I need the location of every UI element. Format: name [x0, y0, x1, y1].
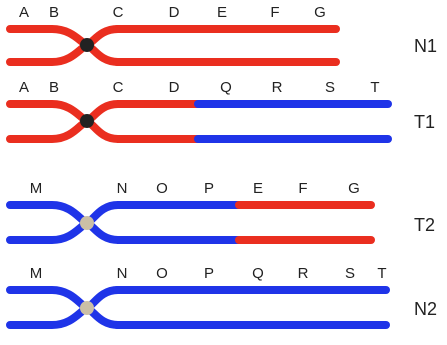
gene-label: F — [270, 4, 279, 21]
centromere — [80, 301, 94, 315]
gene-label: D — [169, 4, 180, 21]
left-arm-bottom — [6, 117, 91, 143]
gene-label: E — [253, 180, 263, 197]
gene-label: D — [169, 79, 180, 96]
centromere — [80, 216, 94, 230]
gene-label: F — [298, 180, 307, 197]
chromosome-t1: A B C D Q R S T T1 — [6, 79, 435, 143]
gene-label: Q — [252, 265, 264, 282]
left-arm-top — [6, 286, 91, 312]
gene-label: N — [117, 180, 128, 197]
left-arm-bottom — [6, 41, 91, 66]
gene-label: B — [49, 79, 59, 96]
gene-label: S — [325, 79, 335, 96]
chromosome-label: T2 — [414, 215, 435, 235]
gene-label: Q — [220, 79, 232, 96]
gene-label: G — [314, 4, 326, 21]
left-arm-top — [6, 100, 91, 125]
gene-label: N — [117, 265, 128, 282]
gene-label: R — [298, 265, 309, 282]
gene-label: C — [113, 79, 124, 96]
left-arm-bottom — [6, 304, 91, 329]
chromosome-n2: M N O P Q R S T N2 — [6, 265, 437, 329]
chromosome-label: N2 — [414, 299, 437, 319]
gene-label: P — [204, 180, 214, 197]
gene-label: P — [204, 265, 214, 282]
gene-label: E — [217, 4, 227, 21]
gene-label: B — [49, 4, 59, 21]
gene-label: S — [345, 265, 355, 282]
left-arm-bottom — [6, 219, 91, 244]
gene-label: R — [272, 79, 283, 96]
gene-label: O — [156, 265, 168, 282]
gene-label: A — [19, 4, 29, 21]
gene-label: A — [19, 79, 29, 96]
left-arm-top — [6, 25, 91, 49]
gene-label: T — [377, 265, 386, 282]
chromosome-label: T1 — [414, 112, 435, 132]
gene-label: C — [113, 4, 124, 21]
centromere — [80, 114, 94, 128]
gene-label: M — [30, 180, 43, 197]
chromosome-t2: M N O P E F G T2 — [6, 180, 435, 244]
chromosome-n1: A B C D E F G N1 — [6, 4, 437, 66]
gene-label: G — [348, 180, 360, 197]
centromere — [80, 38, 94, 52]
gene-label: T — [370, 79, 379, 96]
gene-label: O — [156, 180, 168, 197]
left-arm-top — [6, 201, 91, 227]
chromosome-label: N1 — [414, 36, 437, 56]
gene-label: M — [30, 265, 43, 282]
